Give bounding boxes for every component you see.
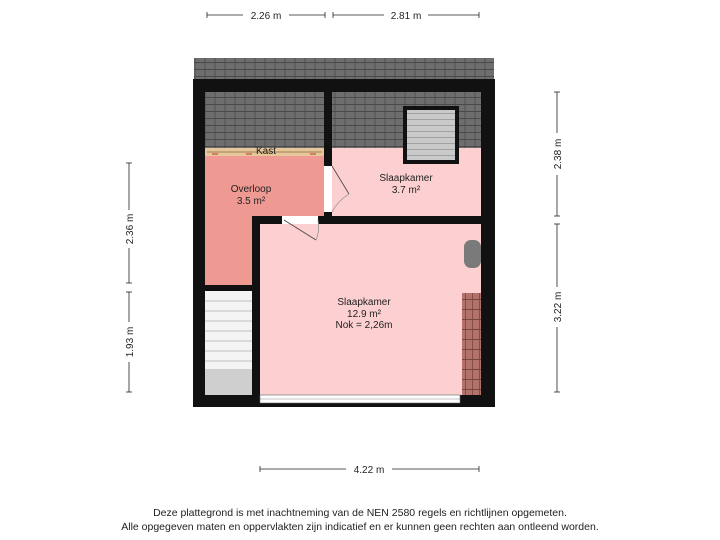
dimension-right-upper-text: 2.38 m: [553, 139, 564, 170]
roof-slope-right: [462, 293, 481, 395]
dimension-top-right-text: 2.81 m: [391, 11, 422, 22]
dimension-right-lower: [554, 223, 560, 393]
stairs-steps: [205, 300, 252, 362]
slaapkamer-large-room: [260, 224, 481, 395]
overloop-label: Overloop: [231, 184, 272, 195]
dimension-top-right: [332, 12, 480, 18]
dimension-left-upper-text: 2.36 m: [125, 214, 136, 245]
inner-wall-middle: [324, 92, 332, 216]
disclaimer-line-2: Alle opgegeven maten en oppervlakten zij…: [121, 521, 599, 533]
overloop-area: 3.5 m²: [237, 196, 266, 207]
door-swing-large-icon: [282, 216, 320, 241]
dimension-bottom: [259, 466, 480, 472]
stairs-landing: [205, 369, 252, 395]
roof-strip: [194, 58, 494, 80]
stair-wall: [205, 285, 252, 291]
overloop-room: [205, 156, 324, 285]
slaapkamer-small-area: 3.7 m²: [392, 185, 421, 196]
kast-label: Kast: [256, 146, 276, 157]
washbasin-icon: [464, 240, 481, 268]
dimension-left-lower-text: 1.93 m: [125, 327, 136, 358]
slaapkamer-large-label: Slaapkamer: [337, 297, 391, 308]
roof-area-left: [205, 92, 324, 148]
dimension-left-lower: [126, 291, 132, 393]
dimension-left-upper: [126, 162, 132, 284]
roof-window-glass: [407, 110, 455, 160]
dimension-top-left-text: 2.26 m: [251, 11, 282, 22]
slaapkamer-large-area: 12.9 m²: [347, 309, 382, 320]
dimension-right-upper: [554, 91, 560, 217]
inner-wall-vertical: [252, 224, 260, 399]
dimension-bottom-text: 4.22 m: [354, 465, 385, 476]
inner-wall-horizontal: [252, 216, 481, 224]
slaapkamer-large-note: Nok = 2,26m: [336, 320, 393, 331]
slaapkamer-small-label: Slaapkamer: [379, 173, 433, 184]
disclaimer-line-1: Deze plattegrond is met inachtneming van…: [153, 507, 567, 519]
dimension-top-left: [206, 12, 326, 18]
dimension-right-lower-text: 3.22 m: [553, 292, 564, 323]
door-swing-icon: [324, 165, 350, 213]
